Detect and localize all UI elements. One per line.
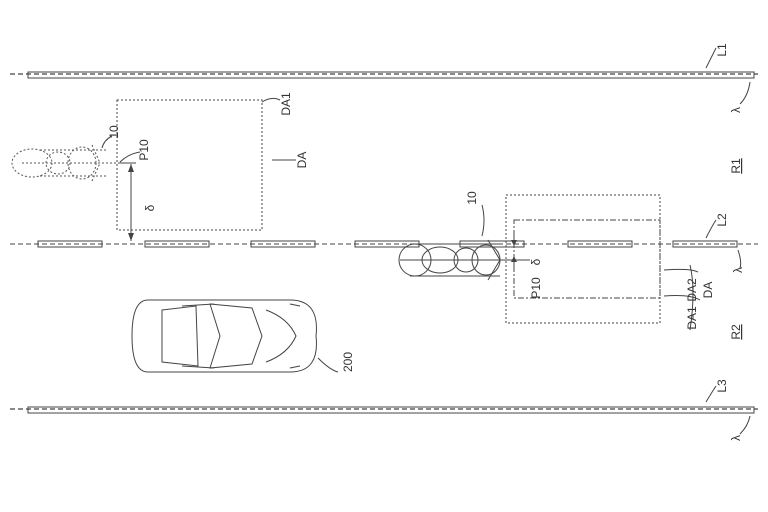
label-200: 200 [341, 352, 355, 372]
label-p10-lower: P10 [529, 277, 543, 299]
leader-lines-lower [481, 204, 701, 331]
motorcycle-upper [11, 144, 118, 182]
label-l3: L3 [715, 379, 729, 393]
label-lambda-3: λ [729, 435, 743, 441]
detection-area-da1-upper [116, 99, 263, 231]
lambda-leaders [705, 47, 751, 435]
motorcycle-lower [398, 239, 514, 281]
lane-boundary-l3 [10, 406, 758, 414]
delta-dimension-upper [118, 162, 136, 241]
label-da2-lower: DA2 [685, 278, 699, 302]
label-da-upper: DA [295, 152, 309, 169]
leader-200 [317, 357, 339, 373]
label-lambda-1: λ [729, 107, 743, 113]
label-10-upper: 10 [107, 125, 121, 139]
lane-boundary-l1 [10, 71, 758, 79]
label-da-lower: DA [701, 282, 715, 299]
label-lambda-2: λ [731, 267, 745, 273]
label-r2: R2 [729, 324, 743, 340]
label-p10-upper: P10 [137, 139, 151, 161]
label-l2: L2 [715, 213, 729, 227]
label-da1-lower: DA1 [685, 306, 699, 330]
delta-dimension-lower [500, 230, 530, 270]
label-da1-upper: DA1 [279, 92, 293, 116]
label-10-lower: 10 [465, 191, 479, 205]
leader-lines-upper [101, 97, 296, 163]
label-delta-lower: δ [529, 258, 543, 265]
car-200 [131, 299, 317, 373]
label-l1: L1 [715, 43, 729, 57]
label-r1: R1 [729, 158, 743, 174]
lane-line-l2 [10, 240, 758, 248]
label-delta-upper: δ [143, 204, 157, 211]
